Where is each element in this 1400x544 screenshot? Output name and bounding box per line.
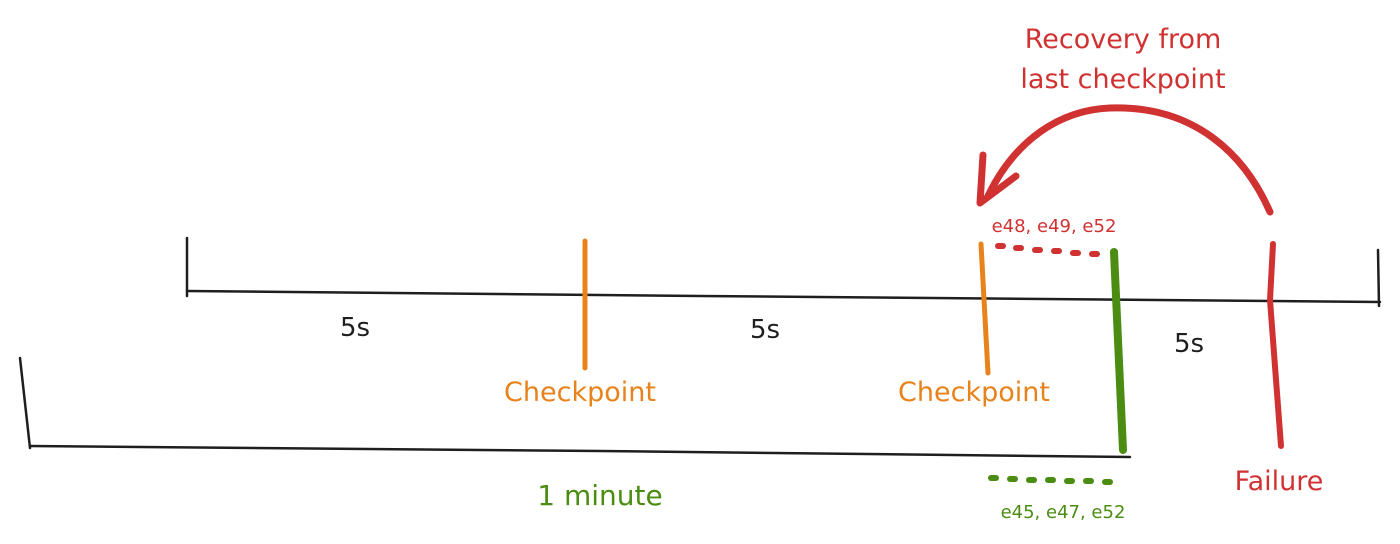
- recovery-events-dots: [995, 243, 1100, 257]
- checkpoint-marker-2: [978, 241, 991, 376]
- checkpoint-label-1: Checkpoint: [504, 377, 656, 408]
- recovery-title-line-1: Recovery from: [1025, 24, 1222, 55]
- checkpoint-timeline: [185, 236, 1382, 308]
- recovery-title-line-2: last checkpoint: [1020, 64, 1225, 95]
- window-label: 1 minute: [537, 479, 662, 512]
- recovery-arrow: [984, 104, 1274, 216]
- segment-label-2: 5s: [750, 315, 780, 345]
- checkpoint-label-2: Checkpoint: [898, 377, 1050, 408]
- timeline-end-tick: [1376, 248, 1381, 308]
- failure-label: Failure: [1235, 466, 1324, 497]
- recovery-events-label: e48, e49, e52: [992, 216, 1117, 237]
- window-timeline: [18, 356, 1132, 459]
- window-events-dots: [988, 475, 1113, 485]
- segment-label-3: 5s: [1174, 329, 1204, 359]
- segment-label-1: 5s: [340, 313, 370, 343]
- failure-marker: [1266, 241, 1284, 449]
- window-axis: [28, 444, 1132, 459]
- window-events-label: e45, e47, e52: [1001, 502, 1126, 523]
- timeline-axis: [185, 289, 1382, 304]
- window-end-marker: [1110, 248, 1127, 454]
- window-start-tick: [18, 356, 32, 450]
- recovery-arrow-head: [976, 151, 1020, 207]
